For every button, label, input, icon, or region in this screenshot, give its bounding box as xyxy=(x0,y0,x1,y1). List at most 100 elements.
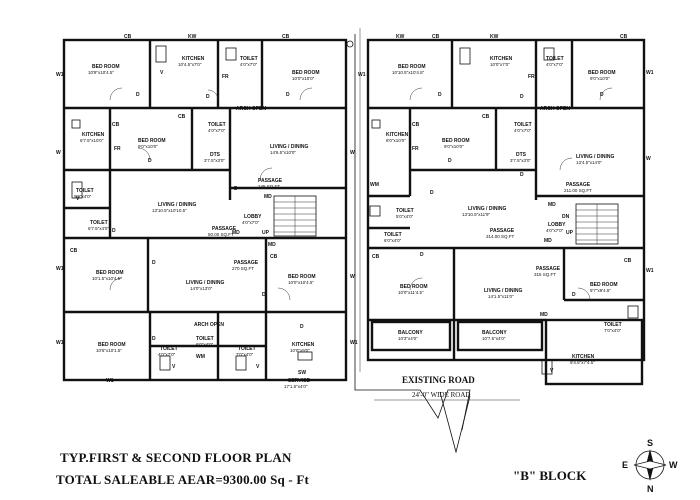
mark-md: MD xyxy=(544,238,552,244)
r-room-kitchen3-size: 9'4.5"x7'4.5" xyxy=(570,360,595,365)
mark-v: V xyxy=(256,364,260,370)
r-room-toilet1-size: 4'0"x7'0" xyxy=(546,62,564,67)
room-bed2-name: BED ROOM xyxy=(292,70,320,76)
saleable-area: TOTAL SALEABLE AEAR=9300.00 Sq - Ft xyxy=(56,472,310,487)
room-arch-label: ARCH OPEN xyxy=(194,322,224,328)
mark-v: V xyxy=(76,196,80,202)
r-room-living2-size: 13'10.5"x11'9" xyxy=(462,212,491,217)
mark-w1: W1 xyxy=(56,340,64,346)
mark-w1: W1 xyxy=(56,266,64,272)
mark-w1: W1 xyxy=(56,72,64,78)
room-toilet1-name: TOILET xyxy=(240,56,258,62)
r-room-living1-size: 13'4.5"x14'0" xyxy=(576,160,602,165)
room-kitchen2-name: KITCHEN xyxy=(82,132,105,138)
room-service-size: 17'1.5"x4'0" xyxy=(284,384,308,389)
mark-fr: FR xyxy=(222,74,229,80)
room-kitchen1-name: KITCHEN xyxy=(182,56,205,62)
mark-v: V xyxy=(550,368,554,374)
r-room-bed4-size: 10'0"x11'4.5" xyxy=(398,290,424,295)
room-toilet3-name: TOILET xyxy=(76,188,94,194)
r-room-balcony1-size: 10'3"x4'0" xyxy=(398,336,418,341)
r-room-toilet5-size: 7'0"x4'0" xyxy=(604,328,622,333)
room-living3-name: LIVING / DINING xyxy=(186,280,224,286)
room-toilet6-size: 6'0"x4'0" xyxy=(196,342,214,347)
room-service-name: SERVICE xyxy=(288,378,311,384)
room-toilet7-name: TOILET xyxy=(238,346,256,352)
r-room-lobby-size: 4'0"x7'0" xyxy=(546,228,564,233)
room-kitchen1-size: 10'4.5"x7'0" xyxy=(178,62,202,67)
road-width: 24'-0" WIDE ROAD xyxy=(412,391,471,399)
r-room-bed5-size: 9'7"x9'4.5" xyxy=(590,288,611,293)
r-room-toilet3-size: 5'0"x4'0" xyxy=(396,214,414,219)
room-toilet7-size: 7'0"x4'0" xyxy=(236,352,254,357)
room-lobby-size: 4'0"x7'0" xyxy=(242,220,260,225)
room-bed3-size: 9'0"x10'0" xyxy=(138,144,158,149)
mark-w1: W1 xyxy=(106,378,114,384)
room-bed2-size: 10'0"x10'0" xyxy=(292,76,315,81)
fixtures xyxy=(71,40,639,375)
mark-d: D xyxy=(136,92,140,98)
r-room-living3-size: 14'1.5"x11'0" xyxy=(488,294,514,299)
right-block-walls xyxy=(366,38,646,386)
site-boundary xyxy=(354,28,520,454)
room-toilet2-size: 4'0"x7'0" xyxy=(208,128,226,133)
mark-cb: CB xyxy=(482,114,490,120)
room-toilet4-size: 6'7.5"x4'0" xyxy=(88,226,109,231)
room-bed6-name: BED ROOM xyxy=(98,342,126,348)
r-room-balcony1-name: BALCONY xyxy=(398,330,423,336)
mark-w1: W1 xyxy=(358,72,366,78)
r-room-passage1-size: 211.00 SQ.FT xyxy=(564,188,592,193)
r-room-kitchen2-name: KITCHEN xyxy=(386,132,409,138)
r-room-dts1-name: DTS xyxy=(516,152,527,158)
mark-w1: W1 xyxy=(646,268,654,274)
r-room-toilet5-name: TOILET xyxy=(604,322,622,328)
room-living3-size: 14'0"x13'0" xyxy=(190,286,213,291)
r-room-kitchen2-size: 8'0"x10'0" xyxy=(386,138,406,143)
compass-right-label: W xyxy=(669,460,678,470)
mark-d: D xyxy=(572,292,576,298)
mark-cb: CB xyxy=(624,258,632,264)
room-bed5-size: 10'0"x10'4.5" xyxy=(288,280,314,285)
room-toilet1-size: 4'0"x7'0" xyxy=(240,62,258,67)
r-room-passage1-name: PASSAGE xyxy=(566,182,591,188)
r-room-bed1-name: BED ROOM xyxy=(398,64,426,70)
compass-left-label: E xyxy=(622,460,628,470)
r-room-toilet4-size: 6'0"x4'0" xyxy=(384,238,402,243)
mark-dn: DN xyxy=(562,214,570,220)
mark-v: V xyxy=(172,364,176,370)
room-bed1-name: BED ROOM xyxy=(92,64,120,70)
mark-fr: FR xyxy=(114,146,121,152)
r-room-kitchen1-size: 10'0"x7'0" xyxy=(490,62,510,67)
right-room-labels: BED ROOM 10'10.5"x10'4.5" KITCHEN 10'0"x… xyxy=(384,56,622,365)
r-room-passage2-size: 314.00 SQ.FT xyxy=(486,234,515,239)
room-passage1-size: 245 SQ.FT xyxy=(258,184,280,189)
r-room-bed3-size: 9'0"x10'0" xyxy=(444,144,464,149)
r-room-toilet3-name: TOILET xyxy=(396,208,414,214)
r-room-living1-name: LIVING / DINING xyxy=(576,154,614,160)
room-kitchen3-size: 10'0"x9'0" xyxy=(290,348,310,353)
room-passage2-size: 50.00 SQ.FT xyxy=(208,232,234,237)
mark-cb: CB xyxy=(412,122,420,128)
room-toilet4-name: TOILET xyxy=(90,220,108,226)
room-bed1-size: 10'9"x10'4.5" xyxy=(88,70,114,75)
room-bed5-name: BED ROOM xyxy=(288,274,316,280)
r-room-bed5-name: BED ROOM xyxy=(590,282,618,288)
mark-cb: CB xyxy=(178,114,186,120)
mark-md: MD xyxy=(268,242,276,248)
mark-d: D xyxy=(430,190,434,196)
stair-treads xyxy=(274,196,618,244)
r-room-bed2-name: BED ROOM xyxy=(588,70,616,76)
mark-cb: CB xyxy=(124,34,132,40)
mark-arch: ARCH OPEN xyxy=(540,106,570,112)
mark-cb: CB xyxy=(282,34,290,40)
mark-cb: CB xyxy=(70,248,78,254)
room-living1-size: 14'6.5"x10'0" xyxy=(270,150,296,155)
mark-fr: FR xyxy=(528,74,535,80)
room-passage1-name: PASSAGE xyxy=(258,178,283,184)
mark-d: D xyxy=(152,260,156,266)
mark-kw: KW xyxy=(490,34,499,40)
r-room-bed4-name: BED ROOM xyxy=(400,284,428,290)
mark-up: UP xyxy=(566,230,574,236)
mark-d: D xyxy=(234,186,238,192)
r-room-toilet2-name: TOILET xyxy=(514,122,532,128)
